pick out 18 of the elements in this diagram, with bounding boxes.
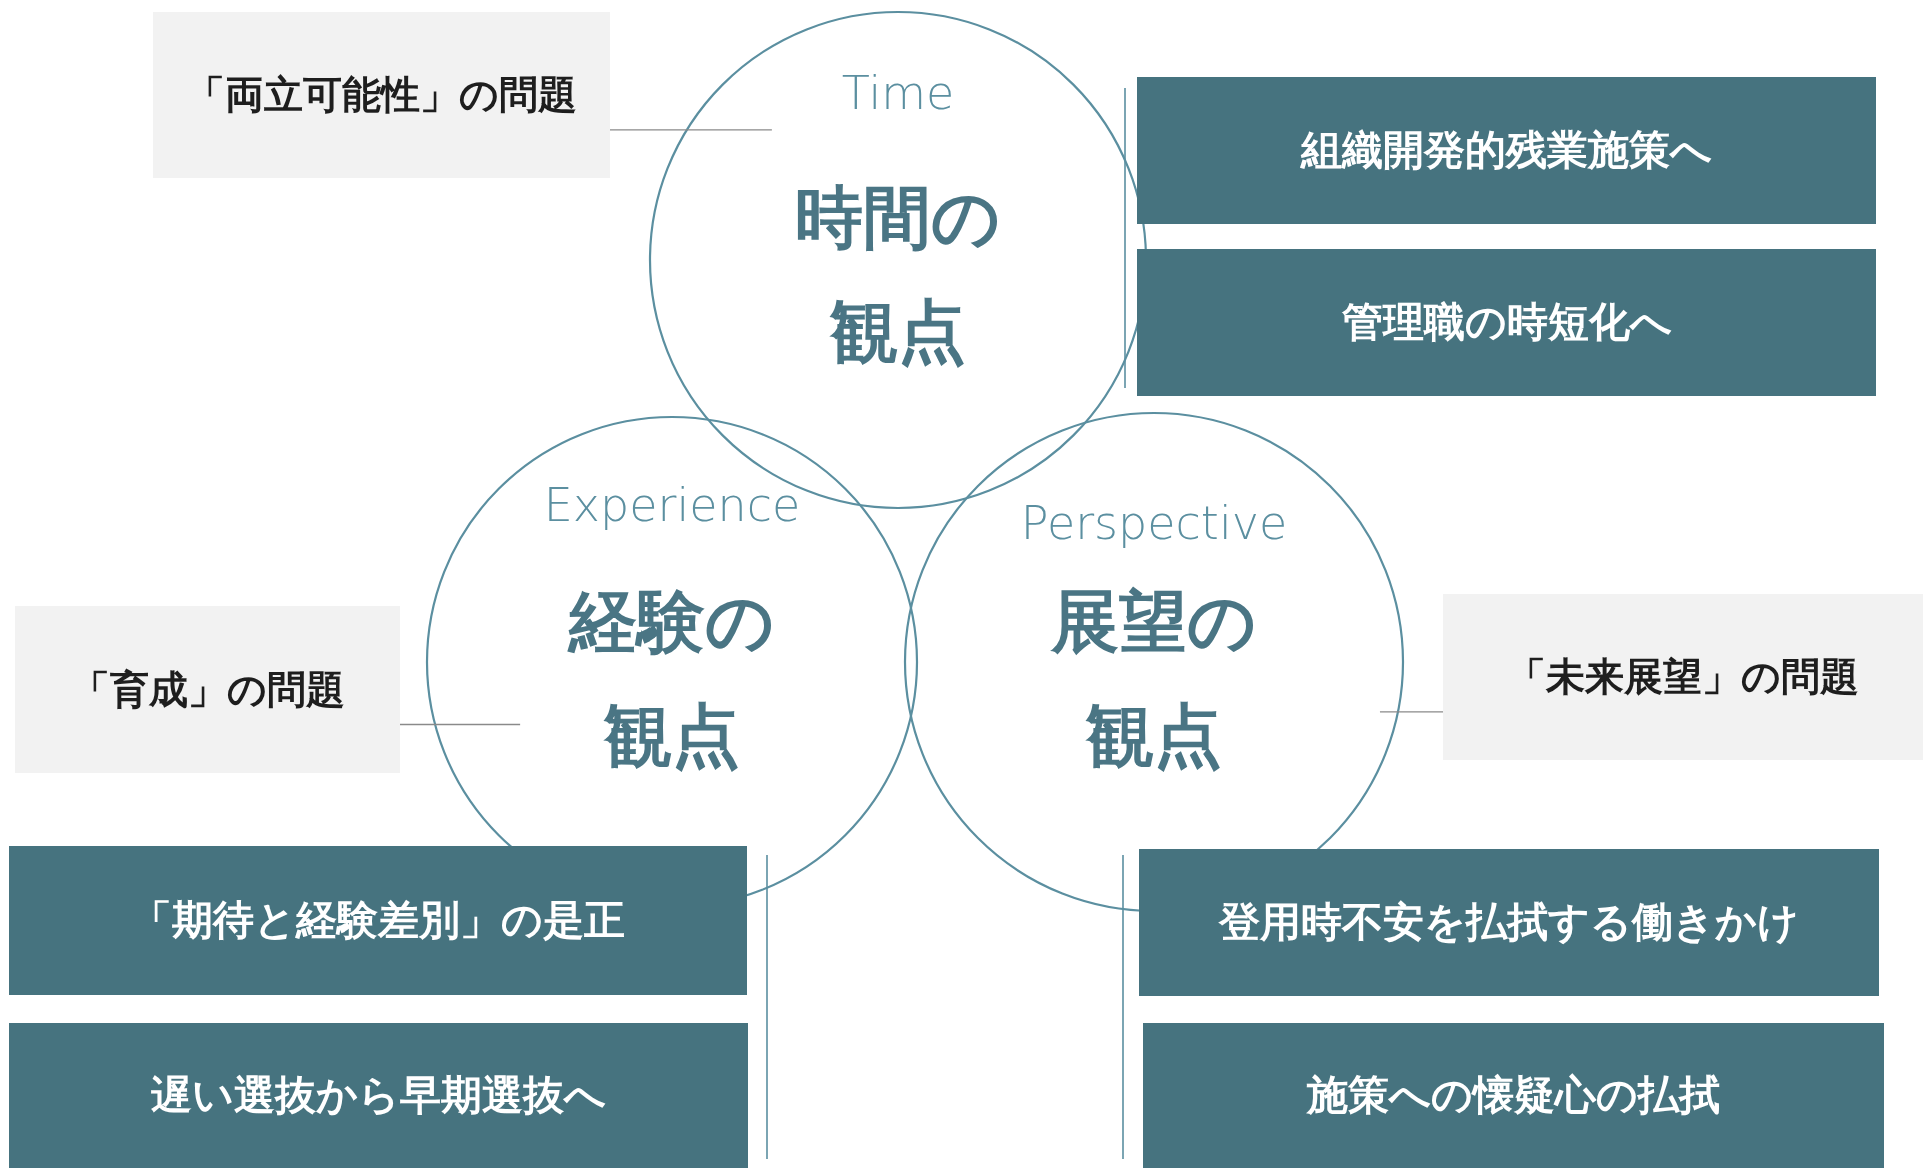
english-heading: Experience <box>542 478 802 532</box>
measure-box: 施策への懐疑心の払拭 <box>1143 1023 1884 1168</box>
leader-line <box>1379 711 1444 713</box>
circle-title: 展望の観点 <box>1049 581 1258 777</box>
english-heading: Time <box>840 66 956 120</box>
english-heading: Perspective <box>1019 496 1289 550</box>
problem-box: 「育成」の問題 <box>15 606 400 773</box>
problem-box: 「両立可能性」の問題 <box>153 12 610 178</box>
leader-line <box>609 129 773 131</box>
circle-title: 時間の観点 <box>794 177 1002 373</box>
measure-box: 管理職の時短化へ <box>1137 249 1876 396</box>
circle-title: 経験の観点 <box>566 581 776 777</box>
measure-box: 「期待と経験差別」の是正 <box>9 846 747 995</box>
measure-box: 組織開発的残業施策へ <box>1137 77 1876 224</box>
leader-line <box>399 723 521 726</box>
measure-box: 登用時不安を払拭する働きかけ <box>1139 849 1879 996</box>
problem-box: 「未来展望」の問題 <box>1443 594 1923 760</box>
measure-box: 遅い選抜から早期選抜へ <box>9 1023 748 1168</box>
